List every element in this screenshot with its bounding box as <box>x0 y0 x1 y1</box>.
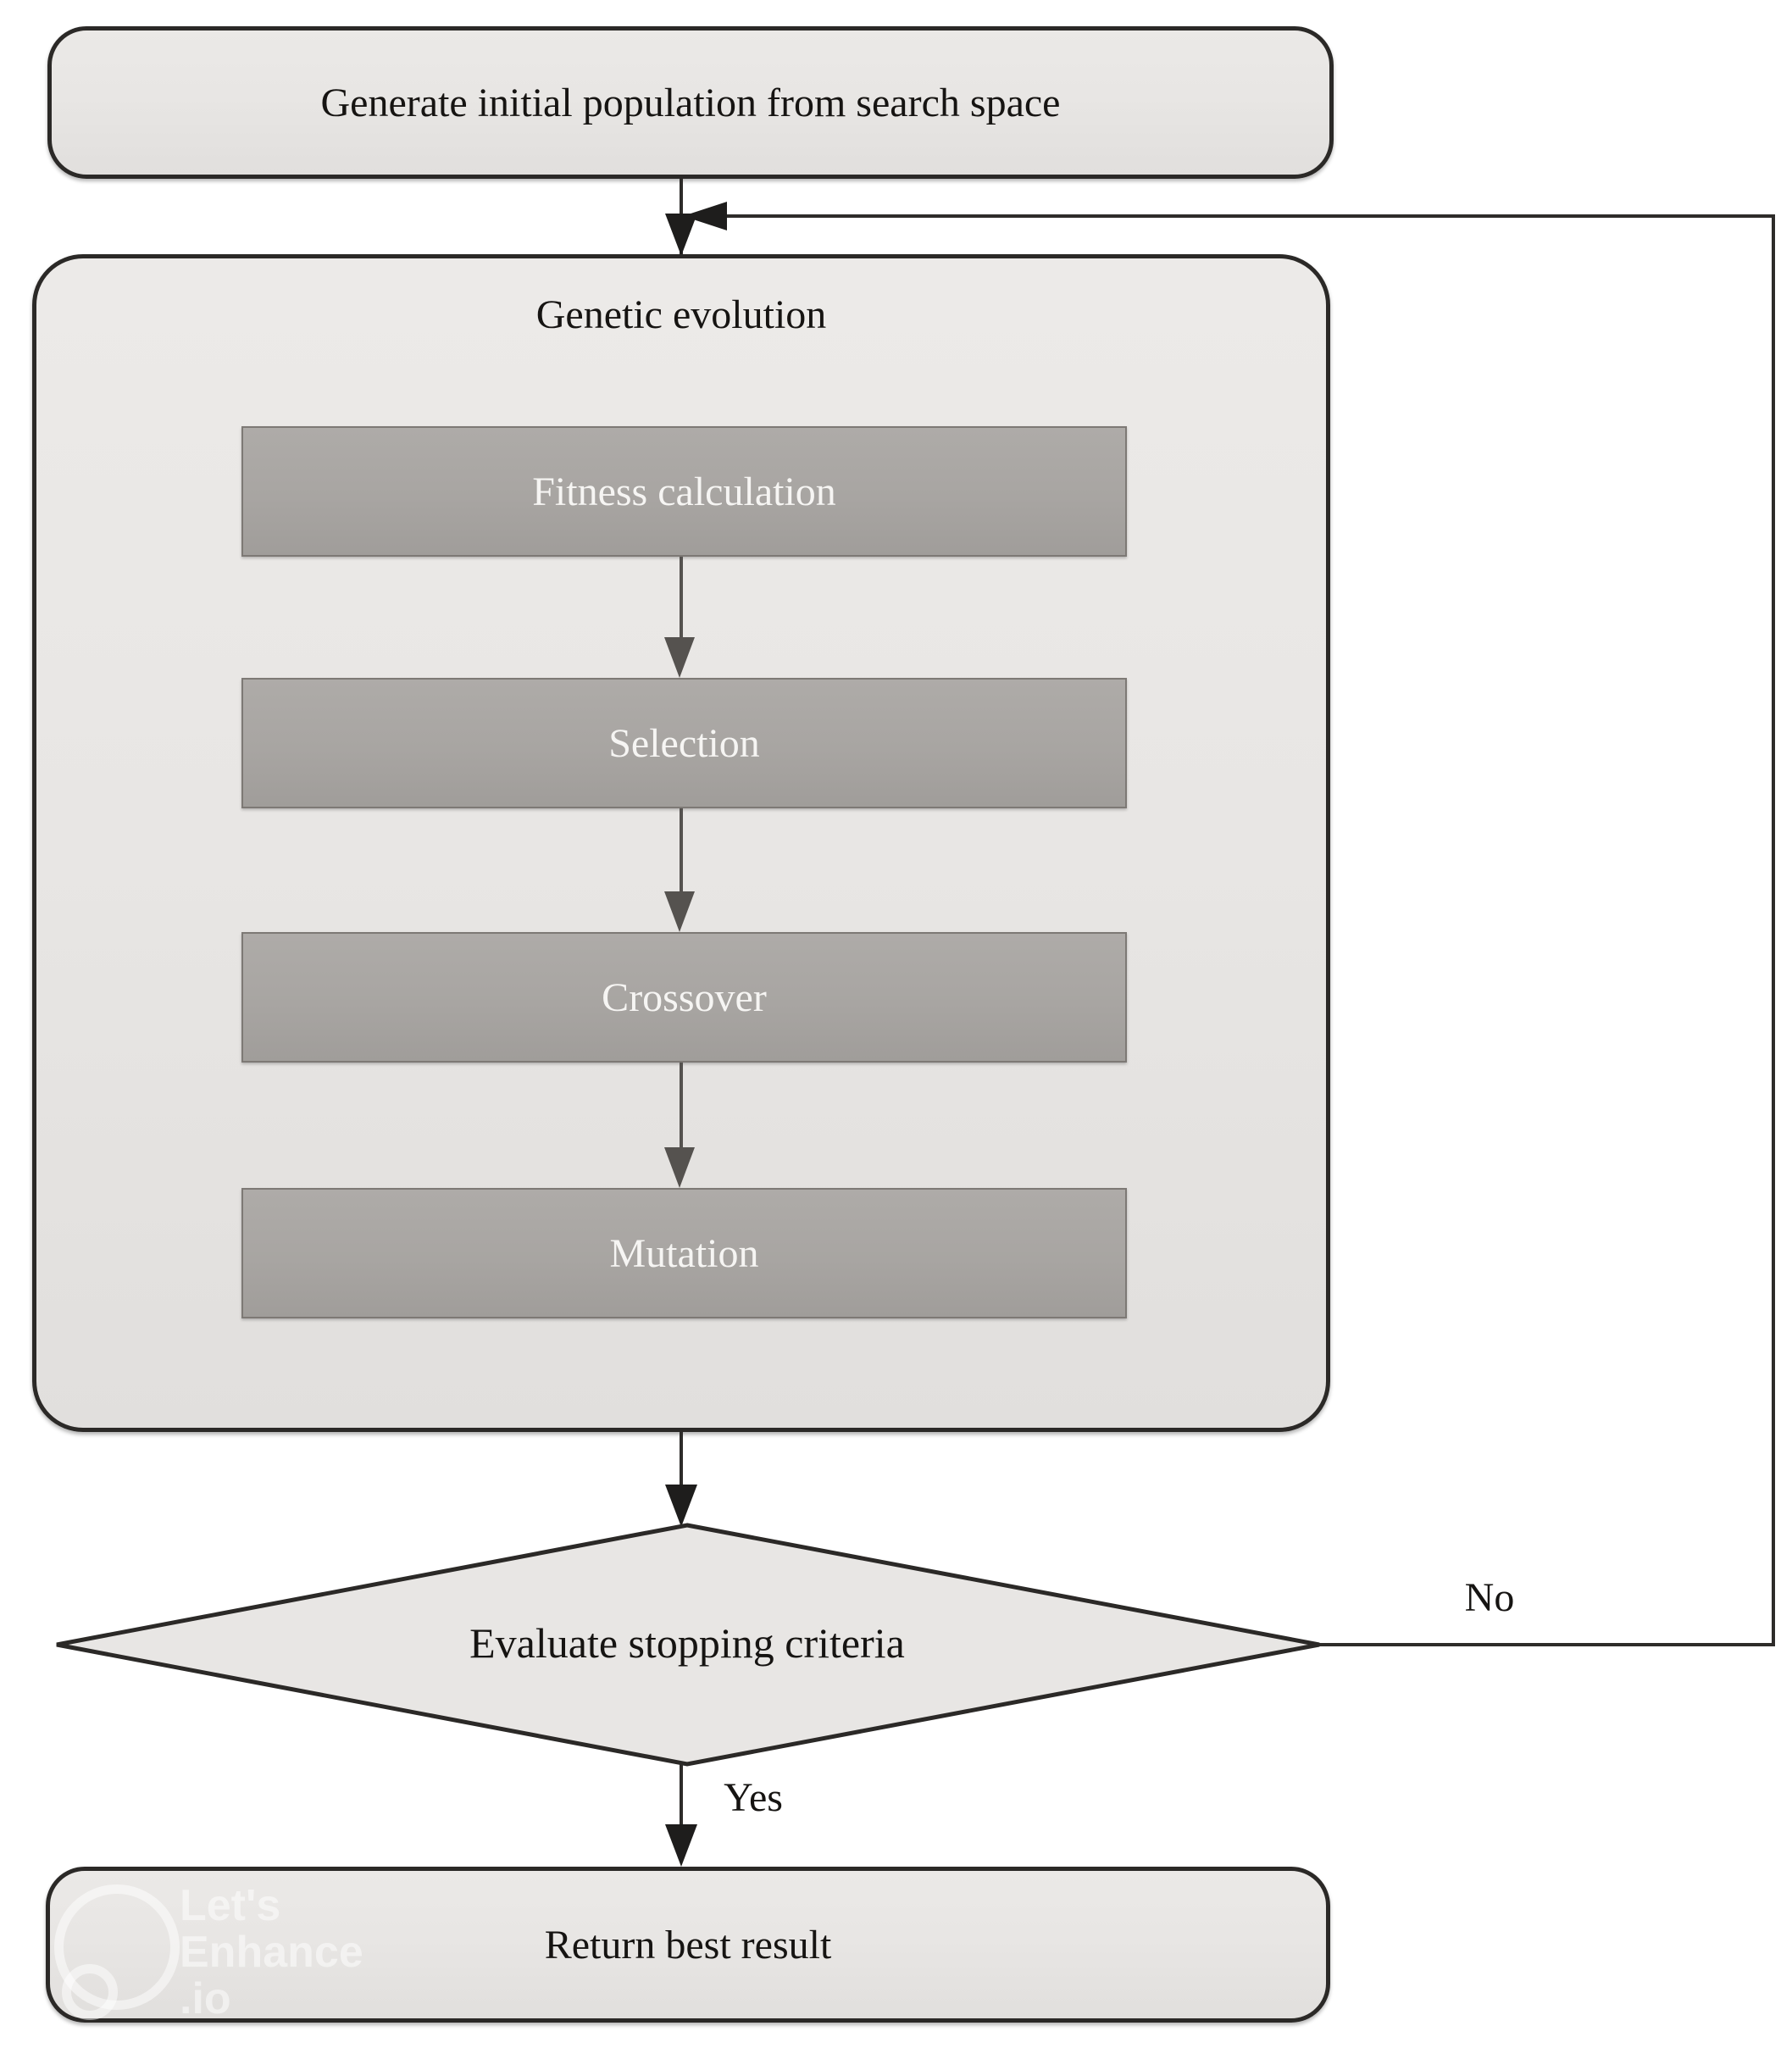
step-fitness-calculation: Fitness calculation <box>241 426 1127 557</box>
down-arrowhead-icon <box>664 1147 695 1188</box>
feedback-top-line <box>727 214 1775 218</box>
no-branch-label: No <box>1464 1575 1515 1620</box>
letsenhance-watermark: Let's Enhance .io <box>54 1881 495 2027</box>
step-label: Fitness calculation <box>532 469 836 514</box>
yes-branch-label: Yes <box>724 1775 783 1820</box>
step-selection: Selection <box>241 678 1127 808</box>
start-node-label: Generate initial population from search … <box>320 80 1061 125</box>
watermark-line: Let's <box>180 1881 281 1930</box>
step-label: Crossover <box>602 974 767 1020</box>
decision-to-end-line <box>680 1764 683 1828</box>
step-connector-line <box>680 557 683 637</box>
down-arrowhead-icon <box>665 1824 697 1867</box>
down-arrowhead-icon <box>664 637 695 678</box>
watermark-line: .io <box>180 1974 231 2024</box>
no-branch-line <box>1313 1643 1775 1646</box>
letsenhance-logo-bubble-icon <box>62 1964 118 2020</box>
step-crossover: Crossover <box>241 932 1127 1063</box>
loop-to-decision-line <box>680 1432 683 1488</box>
step-connector-line <box>680 1063 683 1147</box>
step-label: Selection <box>608 720 760 766</box>
step-connector-line <box>680 808 683 891</box>
left-arrowhead-icon <box>683 202 727 230</box>
decision-label: Evaluate stopping criteria <box>469 1619 905 1667</box>
step-label: Mutation <box>609 1230 759 1276</box>
start-node: Generate initial population from search … <box>47 26 1334 179</box>
end-node: Return best result <box>46 1867 1330 2023</box>
letsenhance-logo-icon <box>54 1884 180 2010</box>
loop-title: Genetic evolution <box>535 292 827 337</box>
watermark-text: Let's Enhance .io <box>180 1881 363 2024</box>
end-node-label: Return best result <box>544 1922 832 1968</box>
watermark-line: Enhance <box>180 1928 363 1978</box>
down-arrowhead-icon <box>665 1485 697 1527</box>
decision-diamond <box>56 1523 1320 1767</box>
step-mutation: Mutation <box>241 1188 1127 1318</box>
down-arrowhead-icon <box>664 891 695 932</box>
feedback-right-line <box>1772 214 1775 1646</box>
